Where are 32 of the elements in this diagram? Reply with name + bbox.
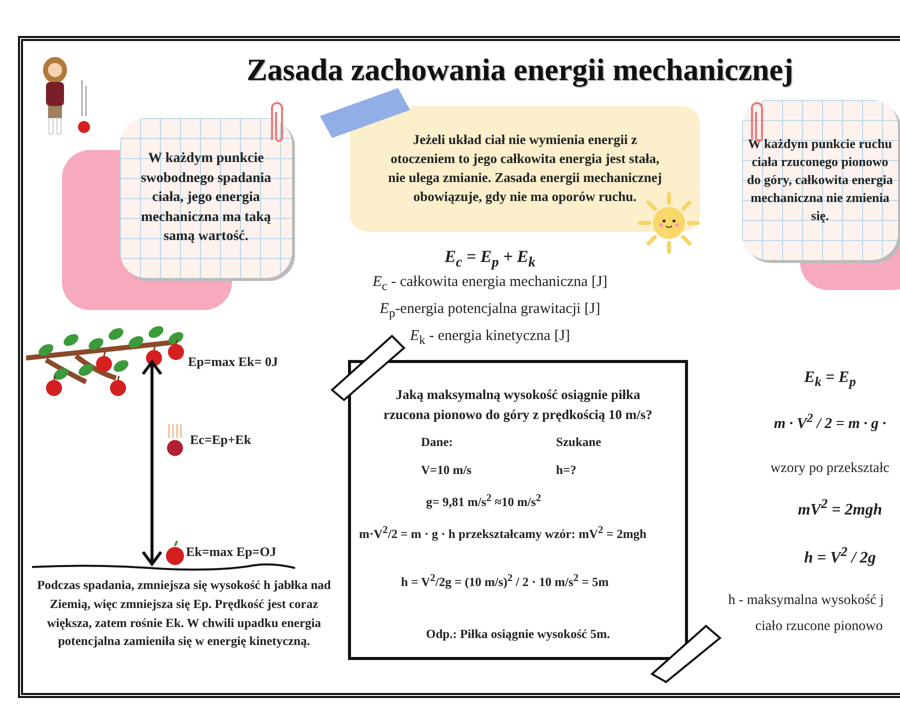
- text-label: E$_{c}$ - całkowita energia mechaniczna [J]: [372, 273, 608, 294]
- formula: E$_{k}$ = E$_{p}$: [803, 368, 857, 390]
- text-label: Podczas spadania, zmniejsza się wysokość h jabłka nad Ziemią, więc zmniejsza się Ep. Prędkość jest coraz większa, zatem rośnie Ek. W chwili upadku energia potencjalna zamieniła się w energię kinetyczną.: [36, 577, 332, 650]
- card-text: W każdym punkcie swobodnego spadania ciała, jego energia mechaniczna ma taką samą wartość.: [140, 150, 272, 246]
- note-card: [742, 100, 898, 260]
- title: Zasada zachowania energii mechanicznej: [246, 52, 794, 88]
- text-label: E$_{k}$ - energia kinetyczna [J]: [408, 327, 572, 348]
- note-card: [120, 118, 292, 278]
- card-text: Jeżeli układ ciał nie wymienia energii z otoczeniem to jego całkowita energia jest stała, nie ulega zmianie. Zasada energii mechanicznej obowiązuje, gdy nie ma oporów ruchu.: [387, 131, 663, 206]
- formula: E$_{c}$ = E$_{p}$ + E$_{k}$: [444, 246, 536, 272]
- problem-text: h = V$^{2}$/2g = (10 m/s)$^{2}$ / 2 · 10 m/s$^{2}$ = 5m: [401, 572, 609, 592]
- problem-text: m·V$^{2}$/2 = m · g · h przekształcamy wzór: mV$^{2}$ = 2mgh: [359, 524, 646, 544]
- card-text: W każdym punkcie ruchu ciała rzuconego pionowo do góry, całkowita energia mechaniczna nie zmienia się.: [746, 134, 894, 226]
- problem-text: Odp.: Piłka osiągnie wysokość 5m.: [424, 626, 612, 643]
- text-label: Ek=max Ep=OJ: [186, 544, 276, 561]
- text-label: h - maksymalna wysokość j: [727, 592, 885, 610]
- text-label: Ec=Ep+Ek: [190, 432, 252, 449]
- formula: h = V$^{2}$ / 2g: [803, 543, 877, 568]
- problem-text: Jaką maksymalną wysokość osiągnie piłka rzucona pionowo do góry z prędkością 10 m/s?: [382, 386, 654, 424]
- problem-text: Szukane: [556, 434, 602, 451]
- formula: mV$^{2}$ = 2mgh: [796, 495, 884, 520]
- formula: m · V$^{2}$ / 2 = m · g ·: [772, 410, 888, 434]
- problem-box: [348, 360, 688, 660]
- text-label: ciało rzucone pionowo: [754, 618, 884, 636]
- problem-text: g= 9,81 m/s$^{2}$ ≈10 m/s$^{2}$: [426, 492, 542, 512]
- note-card: [350, 106, 700, 232]
- text-label: Ep=max Ek= 0J: [188, 354, 278, 371]
- problem-text: h=?: [556, 462, 576, 479]
- text-label: E$_{p}$-energia potencjalna grawitacji [J]: [378, 300, 602, 322]
- text-label: wzory po przekształc: [770, 460, 890, 478]
- problem-text: Dane:: [421, 434, 453, 451]
- problem-text: V=10 m/s: [421, 462, 472, 479]
